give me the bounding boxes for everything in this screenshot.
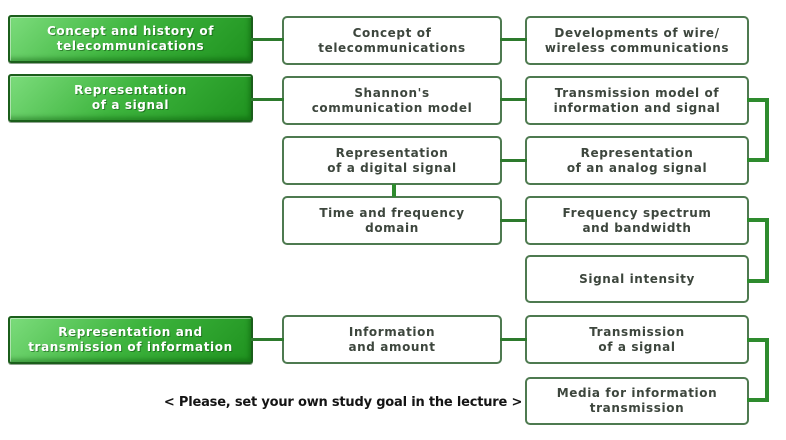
section-label: Concept and history of telecommunication… bbox=[46, 24, 215, 53]
topic-label: Concept of telecommunications bbox=[318, 25, 466, 55]
topic-label: Frequency spectrum and bandwidth bbox=[562, 205, 712, 235]
topic-label: Information and amount bbox=[348, 324, 436, 354]
topic-label: Representation of a digital signal bbox=[327, 145, 457, 175]
topic-label: Transmission of a signal bbox=[589, 324, 685, 354]
topic-box-media-for-information-transmission: Media for information transmission bbox=[525, 377, 749, 425]
topic-label: Media for information transmission bbox=[556, 386, 718, 415]
topic-box-shannons-communication-model: Shannon's communication model bbox=[282, 76, 502, 125]
topic-box-concept-of-telecommunications: Concept of telecommunications bbox=[282, 16, 502, 65]
section-box-concept-history: Concept and history of telecommunication… bbox=[8, 15, 253, 63]
connector-concept-history-to-concept bbox=[251, 38, 284, 41]
topic-box-information-and-amount: Information and amount bbox=[282, 315, 502, 364]
topic-box-transmission-model: Transmission model of information and si… bbox=[525, 76, 749, 125]
topic-label: Transmission model of information and si… bbox=[553, 85, 721, 115]
topic-label: Representation of an analog signal bbox=[566, 145, 708, 175]
topic-box-developments-wire-wireless: Developments of wire/ wireless communica… bbox=[525, 16, 749, 65]
connector-digital-to-analog bbox=[500, 159, 527, 162]
bracket-spectrum-intensity bbox=[747, 218, 769, 283]
topic-box-transmission-of-a-signal: Transmission of a signal bbox=[525, 315, 749, 364]
connector-representation-to-shannon bbox=[251, 98, 284, 101]
connector-concept-to-developments bbox=[500, 38, 527, 41]
connector-timefreq-to-spectrum bbox=[500, 219, 527, 222]
topic-box-digital-signal: Representation of a digital signal bbox=[282, 136, 502, 185]
study-goal-caption: < Please, set your own study goal in the… bbox=[163, 395, 523, 410]
topic-box-analog-signal: Representation of an analog signal bbox=[525, 136, 749, 185]
topic-label: Time and frequency domain bbox=[319, 205, 465, 235]
topic-label: Signal intensity bbox=[579, 271, 695, 286]
topic-label: Shannon's communication model bbox=[311, 85, 473, 115]
section-label: Representation and transmission of infor… bbox=[28, 325, 233, 354]
section-box-representation-transmission: Representation and transmission of infor… bbox=[8, 316, 253, 364]
topic-box-time-frequency-domain: Time and frequency domain bbox=[282, 196, 502, 245]
bracket-transmission-media bbox=[747, 338, 769, 402]
section-box-representation-signal: Representation of a signal bbox=[8, 74, 253, 122]
connector-digital-to-timefreq bbox=[392, 184, 396, 197]
connector-shannon-to-transmission-model bbox=[500, 98, 527, 101]
section-label: Representation of a signal bbox=[74, 83, 187, 112]
connector-reptrans-to-information bbox=[251, 338, 284, 341]
topic-box-signal-intensity: Signal intensity bbox=[525, 255, 749, 303]
bracket-transmission-model-analog bbox=[747, 98, 769, 162]
connector-information-to-transmission bbox=[500, 338, 527, 341]
topic-label: Developments of wire/ wireless communica… bbox=[544, 25, 730, 55]
topic-box-frequency-spectrum-bandwidth: Frequency spectrum and bandwidth bbox=[525, 196, 749, 245]
